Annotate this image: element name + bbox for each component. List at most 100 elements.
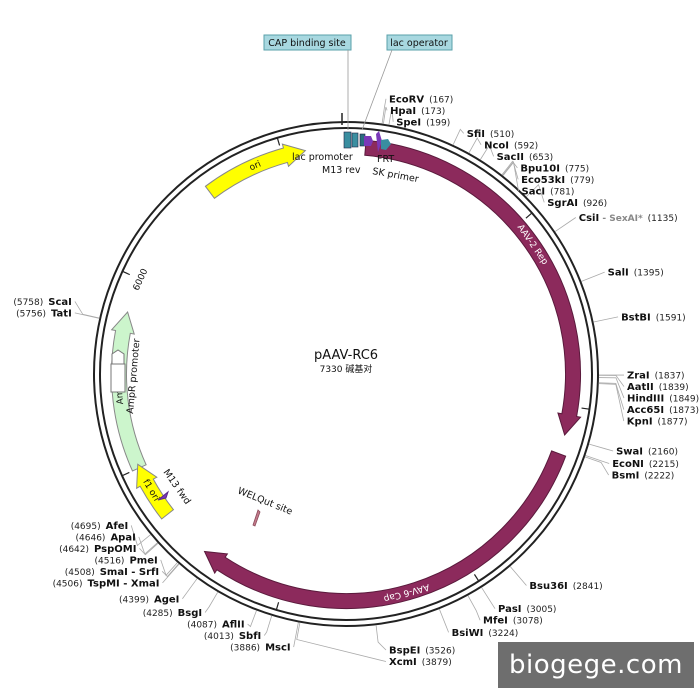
enzyme-leader: [293, 622, 299, 648]
enzyme-position: (4087): [187, 621, 217, 631]
scale-tick: [581, 407, 590, 410]
enzyme-leader: [468, 137, 482, 154]
enzyme-leader: [139, 543, 159, 556]
enzyme-position: (3879): [422, 658, 452, 668]
enzyme-position: (4642): [59, 545, 89, 555]
enzyme-leader: [130, 525, 151, 547]
enzyme-label-econi: EcoNI(2215): [612, 459, 679, 470]
scale-tick-label: 6000: [132, 267, 151, 292]
scale-tick: [275, 602, 280, 611]
enzyme-leader: [509, 566, 527, 586]
enzyme-label-bsiwi: BsiWI (3224): [452, 628, 519, 639]
enzyme-leader: [247, 610, 257, 628]
enzyme-leader: [263, 615, 273, 636]
enzyme-leader: [182, 578, 198, 600]
enzyme-label-tspmi-xmai: (4506) TspMI - XmaI: [53, 578, 160, 589]
enzyme-site: BsiWI (3224): [452, 628, 519, 639]
enzyme-leader: [162, 563, 180, 584]
enzyme-position: (4516): [95, 556, 125, 566]
enzyme-name: ScaI: [48, 297, 72, 308]
enzyme-position: (3078): [513, 617, 543, 627]
sk-primer-label: SK primer: [371, 166, 419, 185]
enzyme-site: SalI(1395): [608, 268, 664, 279]
enzyme-site: Acc65I(1873): [627, 405, 699, 416]
lac-promoter-marker: [351, 132, 359, 148]
enzyme-site: (4642)PspOMI: [59, 544, 136, 555]
enzyme-name: HindIII: [627, 394, 664, 405]
enzyme-leader: [439, 608, 449, 633]
enzyme-position: (3005): [527, 605, 557, 615]
enzyme-label-bspei: BspEI(3526): [389, 646, 455, 657]
enzyme-label-pasi: PasI(3005): [498, 604, 556, 615]
enzyme-position: (510): [490, 130, 514, 140]
enzyme-site: EcoRV(167): [389, 94, 453, 105]
enzyme-alt-name: SexAI*: [609, 214, 643, 224]
enzyme-label-bpu10i: Bpu10I(775): [520, 163, 589, 174]
enzyme-label-acc65i: Acc65I(1873): [627, 405, 699, 416]
enzyme-site: (5756)TatI: [16, 308, 72, 319]
enzyme-site: EcoNI(2215): [612, 459, 679, 470]
enzyme-name: SgrAI: [547, 198, 578, 209]
enzyme-name: PmeI: [129, 555, 157, 566]
enzyme-name: BsiWI: [452, 628, 484, 639]
enzyme-leader: [388, 107, 394, 125]
scale-tick: [276, 137, 281, 146]
backbone-inner: [99, 127, 593, 621]
enzyme-name: BsgI: [178, 608, 202, 619]
enzyme-position: (1849): [669, 395, 699, 405]
enzyme-label-pspomi: (4642)PspOMI: [59, 544, 136, 555]
enzyme-site: HindIII (1849): [627, 394, 699, 405]
enzyme-name: AgeI: [154, 594, 179, 605]
enzyme-name: Bsu36I: [529, 581, 567, 592]
enzyme-label-ncoi: NcoI(592): [484, 140, 538, 151]
enzyme-leader: [204, 591, 219, 613]
enzyme-label-msci: (3886)MscI: [230, 643, 291, 654]
enzyme-position: (3224): [488, 629, 518, 639]
enzyme-leader: [160, 559, 178, 577]
enzyme-leader: [74, 301, 100, 319]
enzyme-labels: EcoRV(167)HpaI(173)SpeI(199)SfiI(510)Nco…: [13, 94, 699, 668]
enzyme-label-bsgi: (4285) BsgI: [143, 608, 202, 619]
enzyme-position: (779): [570, 176, 594, 186]
enzyme-position: (4013): [204, 632, 234, 642]
enzyme-site: Eco53kI(779): [521, 175, 594, 186]
enzyme-position: (1591): [656, 313, 686, 323]
enzyme-site: (4646)ApaI: [76, 532, 136, 543]
enzyme-position: (2841): [573, 582, 603, 592]
enzyme-label-smai-srfi: (4508)SmaI - SrfI: [65, 567, 159, 578]
enzyme-name: SmaI - SrfI: [100, 567, 159, 578]
enzyme-name: Bpu10I: [520, 163, 560, 174]
enzyme-label-aflii: (4087)AflII: [187, 620, 245, 631]
enzyme-label-agei: (4399)AgeI: [119, 594, 179, 605]
enzyme-leader: [382, 106, 388, 124]
lac-operator-leader: [361, 49, 393, 131]
enzyme-leader-lines: [74, 98, 625, 662]
enzyme-site: BspEI(3526): [389, 646, 455, 657]
enzyme-name: TspMI - XmaI: [88, 578, 160, 589]
enzyme-site: CsiI - SexAI*(1135): [579, 213, 678, 224]
enzyme-position: (4285): [143, 609, 173, 619]
enzyme-label-ecorv: EcoRV(167): [389, 94, 453, 105]
cap-binding-site-callout: CAP binding site: [263, 34, 352, 130]
enzyme-site: SwaI(2160): [616, 447, 678, 458]
enzyme-label-bstbi: BstBI(1591): [621, 312, 686, 323]
enzyme-site: (4508)SmaI - SrfI: [65, 567, 159, 578]
enzyme-name: NcoI: [484, 140, 509, 151]
lac-operator-label: lac operator: [390, 38, 448, 49]
enzyme-name: SpeI: [396, 117, 421, 128]
enzyme-position: (1873): [669, 406, 699, 416]
enzyme-label-aatii: AatII(1839): [627, 382, 689, 393]
enzyme-name: SfiI: [467, 129, 485, 140]
frt-marker: [376, 131, 382, 152]
enzyme-position: (4506): [53, 579, 83, 589]
enzyme-label-zrai: ZraI(1837): [627, 371, 685, 382]
enzyme-position: (653): [529, 153, 553, 163]
enzyme-label-scai: (5758)ScaI: [13, 297, 72, 308]
lac-operator-callout: lac operator: [361, 34, 453, 131]
scale-tick: [122, 270, 130, 276]
enzyme-site: ZraI(1837): [627, 371, 685, 382]
enzyme-position: (926): [583, 199, 607, 209]
enzyme-label-sfii: SfiI (510): [467, 129, 515, 140]
m13-fwd-marker: [157, 490, 170, 501]
